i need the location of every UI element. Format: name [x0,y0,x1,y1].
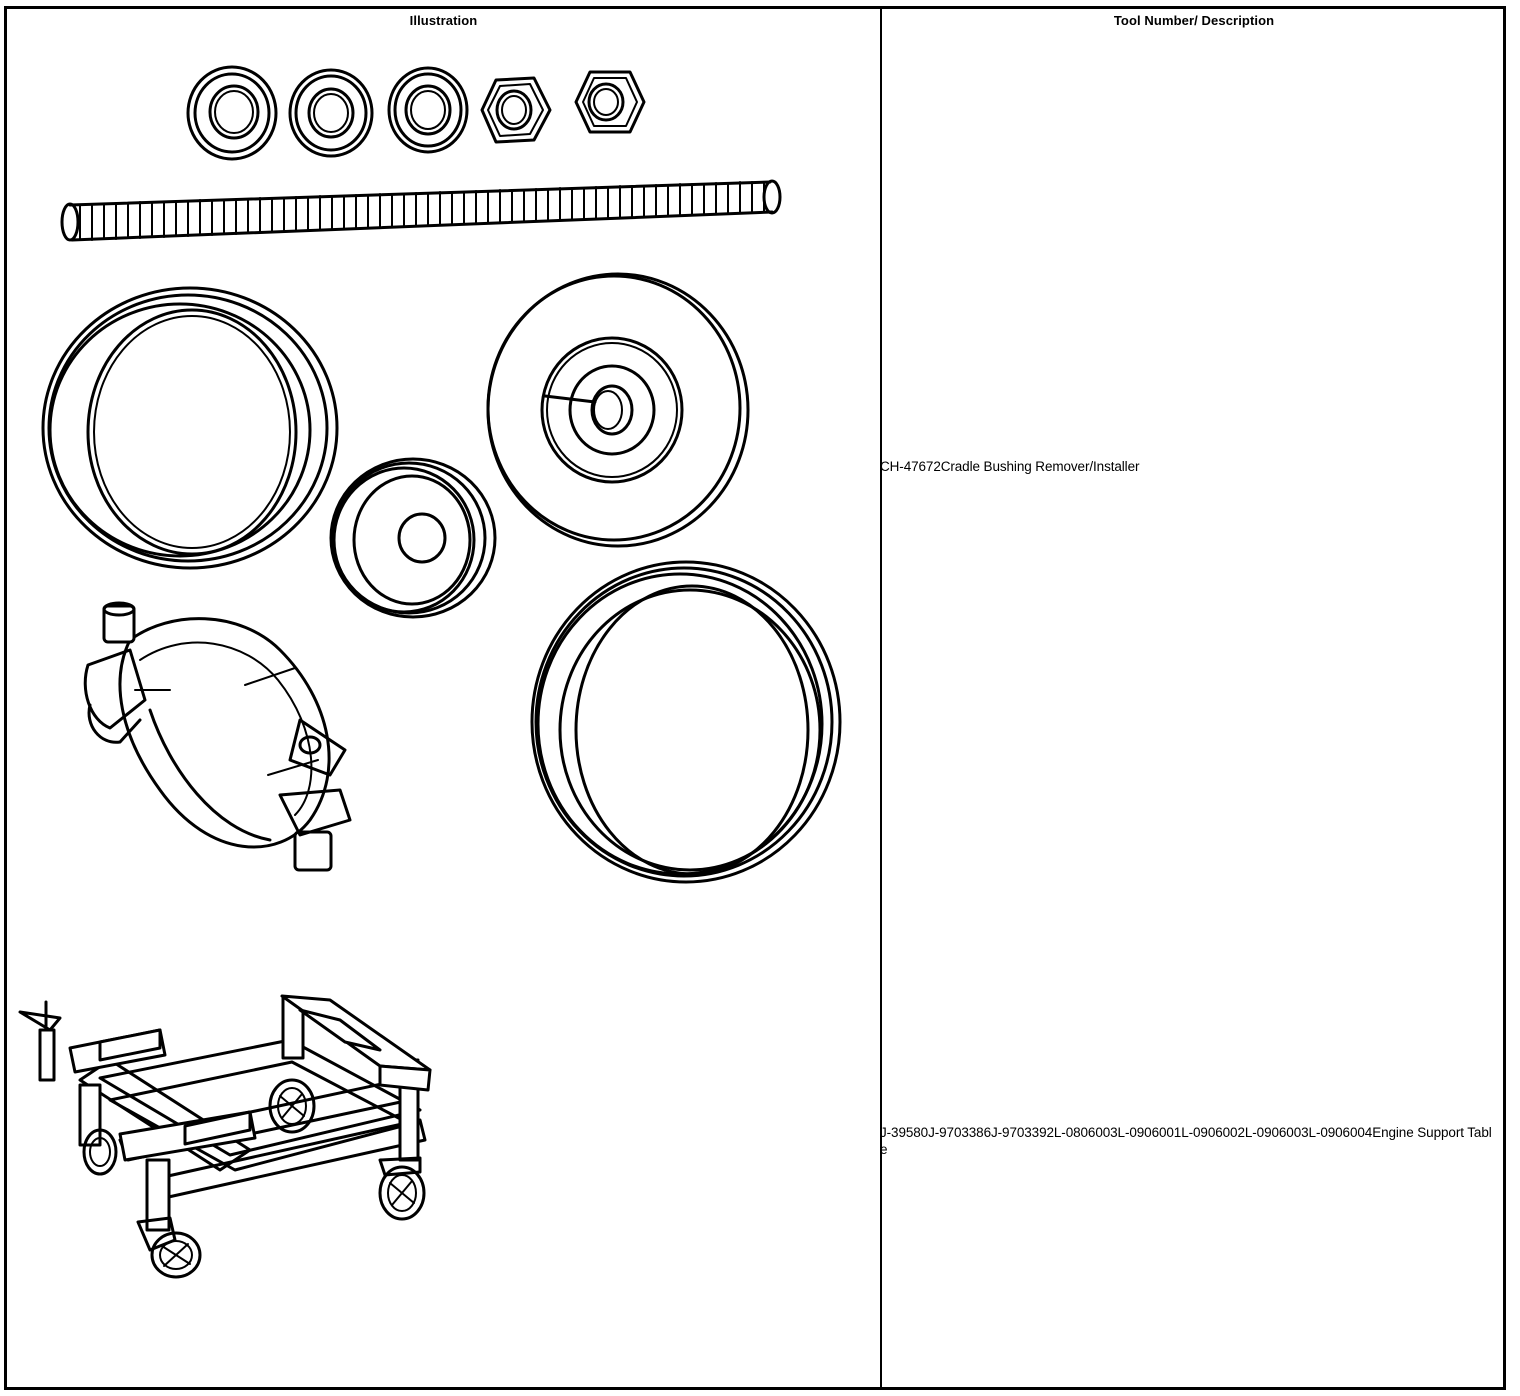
large-receiver-cup-icon [41,286,339,570]
illustration-header: Illustration [409,13,478,28]
engine-support-table-icon [18,994,432,1279]
washers-and-nuts-icon [186,65,646,161]
description-header: Tool Number/ Description [1113,13,1275,28]
bushing-clamp-icon [83,601,352,872]
column-divider [880,9,882,1387]
caster-wheels-icon [82,1078,426,1279]
installer-disc-icon [486,272,750,548]
special-tools-table: Illustration Tool Number/ Description [4,6,1506,1390]
tool-description-cradle-bushing: CH-47672Cradle Bushing Remover/Installer [880,459,1140,474]
threaded-rod-icon [60,179,782,242]
tool-description-engine-support-table: J-39580J-9703386J-9703392L-0806003L-0906… [880,1125,1492,1157]
remover-ring-icon [530,560,842,884]
adapter-disc-icon [329,457,497,619]
bushing-remover-installer-kit-icon [41,65,842,884]
